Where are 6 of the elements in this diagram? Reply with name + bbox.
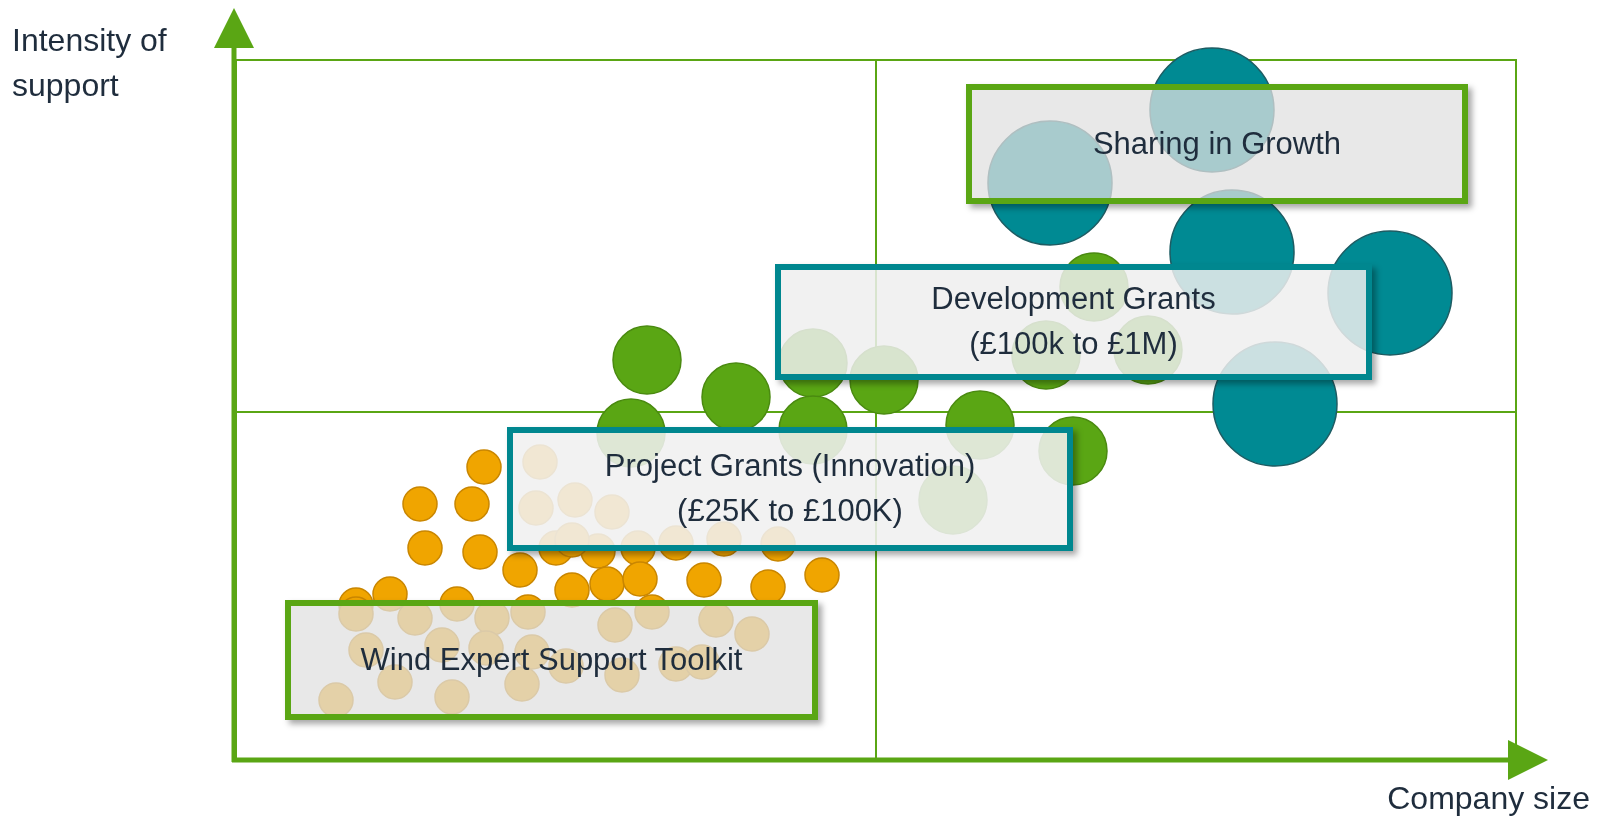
axis-title: Intensity of support xyxy=(12,21,168,105)
program-box: Project Grants (Innovation) (£25K to £100K) xyxy=(507,427,1073,551)
axis-title: Company size xyxy=(1386,779,1590,818)
program-box: Wind Expert Support Toolkit xyxy=(285,600,818,720)
program-box: Development Grants (£100k to £1M) xyxy=(775,264,1372,380)
program-box: Sharing in Growth xyxy=(966,84,1468,204)
